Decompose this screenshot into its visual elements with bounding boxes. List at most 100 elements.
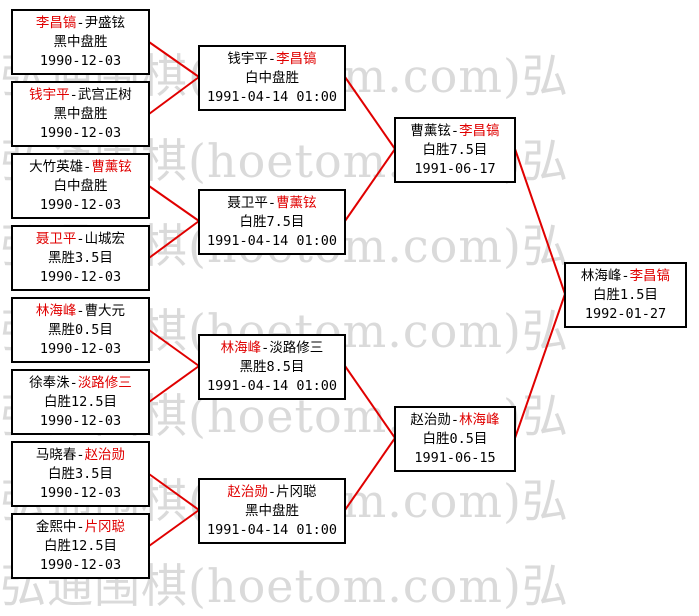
match-date: 1990-12-03 — [39, 556, 122, 573]
player-name: 钱宇平 — [227, 50, 268, 67]
match-result: 黑胜8.5目 — [239, 358, 305, 375]
match-date: 1991-04-14 01:00 — [206, 521, 338, 538]
match-box-r1-5: 林海峰-曹大元 黑胜0.5目 1990-12-03 — [11, 297, 150, 363]
match-result: 白胜3.5目 — [48, 465, 113, 482]
match-result: 白胜12.5目 — [43, 393, 117, 410]
match-result: 白中盘胜 — [245, 69, 299, 86]
player-name: 钱宇平 — [29, 86, 70, 103]
match-players: 金熙中-片冈聪 — [35, 518, 126, 535]
match-players: 林海峰-淡路修三 — [220, 339, 324, 356]
match-result: 白胜1.5目 — [593, 286, 658, 303]
match-date: 1991-04-14 01:00 — [206, 377, 338, 394]
connector-line — [148, 365, 200, 403]
match-box-r2-4: 赵治勋-片冈聪 黑中盘胜 1991-04-14 01:00 — [198, 478, 346, 544]
match-players: 马晓春-赵治勋 — [35, 446, 126, 463]
player-name: 马晓春 — [35, 446, 77, 463]
match-result: 白胜7.5目 — [422, 141, 488, 158]
player-name: 山城宏 — [84, 230, 126, 247]
match-players: 林海峰-李昌镐 — [580, 267, 671, 284]
connector-line — [514, 293, 566, 439]
match-players: 林海峰-曹大元 — [35, 302, 126, 319]
player-name: 林海峰 — [580, 267, 622, 284]
match-date: 1991-06-17 — [414, 160, 496, 177]
match-result: 白胜0.5目 — [422, 430, 488, 447]
player-name: 林海峰 — [459, 411, 500, 428]
connector-line — [148, 329, 200, 367]
player-name: 武宫正树 — [77, 86, 132, 103]
match-result: 黑中盘胜 — [53, 33, 108, 50]
match-players: 钱宇平-武宫正树 — [29, 86, 132, 103]
match-date: 1990-12-03 — [39, 268, 122, 285]
match-result: 白中盘胜 — [53, 177, 108, 194]
connector-line — [344, 76, 396, 150]
match-box-r1-8: 金熙中-片冈聪 白胜12.5目 1990-12-03 — [11, 513, 150, 579]
match-result: 白胜7.5目 — [239, 213, 305, 230]
player-name: 林海峰 — [35, 302, 77, 319]
match-date: 1990-12-03 — [39, 124, 122, 141]
player-name: 李昌镐 — [35, 14, 77, 31]
match-date: 1990-12-03 — [39, 484, 122, 501]
player-name: 片冈聪 — [276, 483, 317, 500]
match-players: 聂卫平-山城宏 — [35, 230, 126, 247]
player-name: 片冈聪 — [84, 518, 126, 535]
match-result: 黑中盘胜 — [245, 502, 299, 519]
match-date: 1990-12-03 — [39, 412, 122, 429]
player-name: 李昌镐 — [459, 122, 500, 139]
connector-line — [148, 41, 200, 78]
connector-line — [148, 185, 200, 222]
match-players: 曹薰铉-李昌镐 — [410, 122, 500, 139]
match-players: 大竹英雄-曹薰铉 — [29, 158, 132, 175]
match-players: 赵治勋-片冈聪 — [227, 483, 317, 500]
match-date: 1990-12-03 — [39, 340, 122, 357]
player-name: 淡路修三 — [77, 374, 132, 391]
connector-line — [148, 76, 200, 115]
match-players: 赵治勋-林海峰 — [410, 411, 500, 428]
connector-line — [344, 148, 396, 222]
match-result: 黑胜3.5目 — [48, 249, 113, 266]
match-box-r1-7: 马晓春-赵治勋 白胜3.5目 1990-12-03 — [11, 441, 150, 507]
match-date: 1990-12-03 — [39, 196, 122, 213]
match-date: 1991-04-14 01:00 — [206, 232, 338, 249]
player-name: 大竹英雄 — [29, 158, 84, 175]
connector-line — [148, 220, 200, 259]
player-name: 曹薰铉 — [91, 158, 132, 175]
match-box-r2-1: 钱宇平-李昌镐 白中盘胜 1991-04-14 01:00 — [198, 45, 346, 111]
match-box-r1-2: 钱宇平-武宫正树 黑中盘胜 1990-12-03 — [11, 81, 150, 147]
player-name: 李昌镐 — [629, 267, 671, 284]
match-players: 徐奉洙-淡路修三 — [29, 374, 132, 391]
match-players: 聂卫平-曹薰铉 — [227, 194, 317, 211]
connector-line — [148, 473, 200, 511]
match-box-r1-3: 大竹英雄-曹薰铉 白中盘胜 1990-12-03 — [11, 153, 150, 219]
player-name: 淡路修三 — [269, 339, 324, 356]
player-name: 徐奉洙 — [29, 374, 70, 391]
match-date: 1991-06-15 — [414, 449, 496, 466]
player-name: 聂卫平 — [35, 230, 77, 247]
player-name: 李昌镐 — [276, 50, 317, 67]
player-name: 聂卫平 — [227, 194, 268, 211]
match-box-r3-1: 曹薰铉-李昌镐 白胜7.5目 1991-06-17 — [394, 117, 516, 183]
match-box-r2-2: 聂卫平-曹薰铉 白胜7.5目 1991-04-14 01:00 — [198, 189, 346, 255]
connector-line — [344, 365, 396, 439]
player-name: 赵治勋 — [410, 411, 451, 428]
connector-line — [344, 437, 396, 511]
match-box-r3-2: 赵治勋-林海峰 白胜0.5目 1991-06-15 — [394, 406, 516, 472]
match-players: 李昌镐-尹盛铉 — [35, 14, 126, 31]
bracket-connectors — [148, 41, 566, 547]
match-date: 1990-12-03 — [39, 52, 122, 69]
player-name: 曹薰铉 — [276, 194, 317, 211]
match-result: 黑胜0.5目 — [48, 321, 113, 338]
player-name: 金熙中 — [35, 518, 77, 535]
player-name: 林海峰 — [220, 339, 262, 356]
match-date: 1991-04-14 01:00 — [206, 88, 338, 105]
match-date: 1992-01-27 — [584, 305, 667, 322]
player-name: 曹大元 — [84, 302, 126, 319]
match-box-r2-3: 林海峰-淡路修三 黑胜8.5目 1991-04-14 01:00 — [198, 334, 346, 400]
player-name: 赵治勋 — [227, 483, 268, 500]
match-box-r1-1: 李昌镐-尹盛铉 黑中盘胜 1990-12-03 — [11, 9, 150, 75]
player-name: 尹盛铉 — [84, 14, 126, 31]
connector-line — [514, 148, 566, 295]
connector-line — [148, 509, 200, 547]
match-box-final: 林海峰-李昌镐 白胜1.5目 1992-01-27 — [564, 262, 687, 328]
match-result: 黑中盘胜 — [53, 105, 108, 122]
match-box-r1-6: 徐奉洙-淡路修三 白胜12.5目 1990-12-03 — [11, 369, 150, 435]
